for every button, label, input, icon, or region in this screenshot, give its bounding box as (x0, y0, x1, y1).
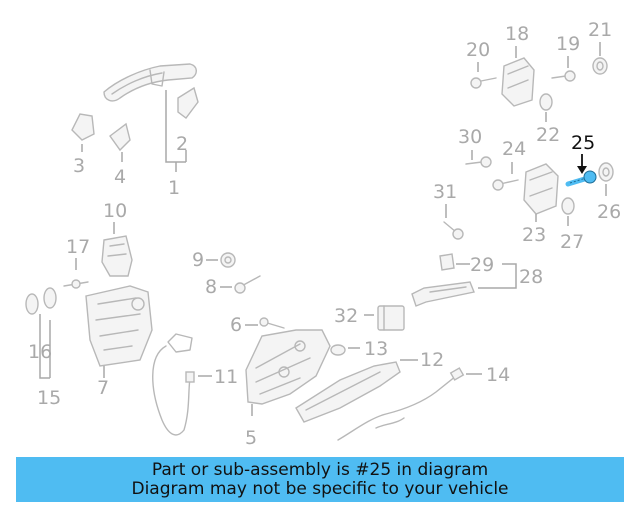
part-24-bolt[interactable] (492, 179, 519, 191)
part-2-handle-cap[interactable] (177, 86, 199, 119)
part-4-seal[interactable] (109, 122, 131, 152)
label-24: 24 (502, 138, 526, 160)
label-22: 22 (536, 124, 560, 146)
part-10-housing[interactable] (101, 235, 133, 277)
part-28-check-strap[interactable] (411, 281, 475, 307)
label-21: 21 (588, 19, 612, 41)
label-7: 7 (97, 377, 109, 399)
label-28: 28 (519, 266, 543, 288)
part-9-nut[interactable] (220, 252, 236, 268)
label-27: 27 (560, 231, 584, 253)
label-8: 8 (205, 276, 217, 298)
part-19-bolt[interactable] (551, 70, 576, 82)
info-banner: Part or sub-assembly is #25 in diagram D… (16, 457, 624, 502)
part-13-clip[interactable] (330, 344, 346, 356)
parts-diagram: 1 2 3 4 10 17 7 16 15 9 8 (25, 19, 621, 449)
banner-line-1: Part or sub-assembly is #25 in diagram (151, 459, 489, 480)
label-3: 3 (73, 155, 85, 177)
banner-line-2: Diagram may not be specific to your vehi… (131, 478, 509, 499)
label-11: 11 (214, 366, 238, 388)
part-20-bolt[interactable] (470, 77, 497, 89)
label-4: 4 (114, 166, 126, 188)
label-26: 26 (597, 201, 621, 223)
part-30-bolt[interactable] (465, 156, 492, 168)
label-9: 9 (192, 249, 204, 271)
label-32: 32 (334, 305, 358, 327)
label-14: 14 (486, 364, 510, 386)
part-21-washer[interactable] (592, 57, 608, 75)
part-31-bolt[interactable] (443, 221, 464, 240)
part-29-bracket[interactable] (439, 253, 455, 271)
part-32-stop[interactable] (377, 305, 405, 331)
label-31: 31 (433, 181, 457, 203)
part-17-screw[interactable] (63, 279, 89, 289)
label-17: 17 (66, 236, 90, 258)
part-1-outside-handle[interactable] (103, 63, 197, 102)
part-18-upper-hinge[interactable] (501, 57, 535, 107)
label-6: 6 (230, 314, 242, 336)
part-8-bolt[interactable] (234, 275, 261, 294)
label-15: 15 (37, 387, 61, 409)
label-19: 19 (556, 33, 580, 55)
part-26-washer[interactable] (598, 162, 614, 182)
label-16: 16 (28, 341, 52, 363)
label-29: 29 (470, 254, 494, 276)
part-6-screw[interactable] (259, 317, 285, 329)
label-13: 13 (364, 338, 388, 360)
part-7-latch[interactable] (85, 285, 153, 367)
part-23-lower-hinge[interactable] (523, 163, 559, 215)
part-27-bushing[interactable] (561, 197, 575, 215)
label-20: 20 (466, 39, 490, 61)
label-12: 12 (420, 349, 444, 371)
label-1: 1 (168, 177, 180, 199)
part-5-module[interactable] (245, 329, 331, 405)
label-18: 18 (505, 23, 529, 45)
part-11-cable[interactable] (152, 333, 195, 436)
part-22-bushing[interactable] (539, 93, 553, 111)
label-2: 2 (176, 133, 188, 155)
part-3-bracket[interactable] (71, 113, 95, 141)
part-14-cable[interactable] (337, 367, 465, 441)
label-10: 10 (103, 200, 127, 222)
label-23: 23 (522, 224, 546, 246)
part-25-bolt[interactable] (565, 170, 597, 187)
label-5: 5 (245, 427, 257, 449)
label-30: 30 (458, 126, 482, 148)
part-12-rail[interactable] (295, 361, 401, 423)
part-16-seal[interactable] (25, 287, 57, 315)
label-25: 25 (571, 132, 595, 154)
arrow-25-icon (577, 166, 587, 174)
